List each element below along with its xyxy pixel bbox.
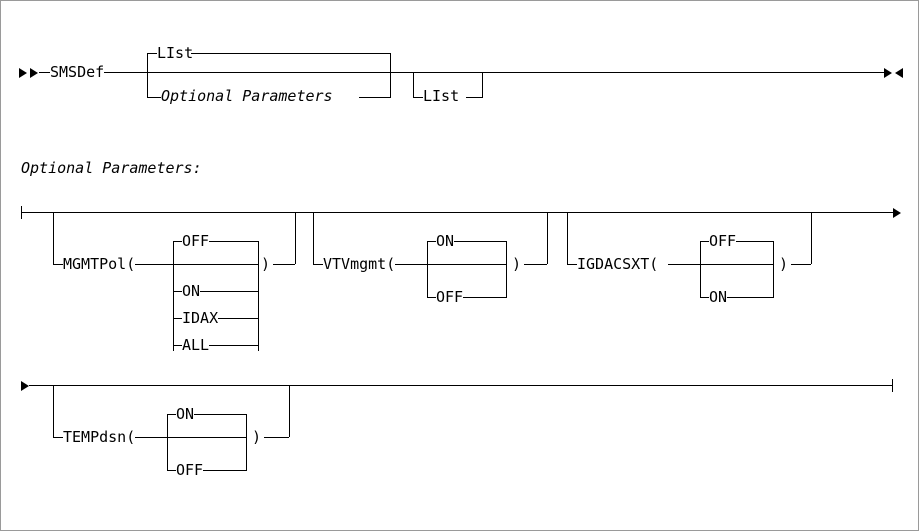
- mgmtpol-all-right-stub: [209, 345, 259, 346]
- row2-main-line: [29, 385, 893, 386]
- vtvmgmt-close-tail: [524, 264, 547, 265]
- mgmtpol-all-left-stub: [173, 345, 182, 346]
- start-arrow-1-icon: [19, 68, 27, 78]
- param-mgmtpol-close: ): [261, 255, 271, 273]
- igdacsxt-inner-through: [700, 264, 774, 265]
- igdacsxt-right-rail: [811, 212, 812, 264]
- tempdsn-inner-right-rail: [246, 414, 247, 470]
- igdacsxt-close-tail: [791, 264, 811, 265]
- mgmtpol-inner-right-rail: [258, 241, 259, 351]
- choice-through-line: [147, 72, 391, 73]
- row2-start-arrow-icon: [21, 381, 29, 391]
- option-igdacsxt-on: ON: [709, 288, 728, 306]
- vtvmgmt-inner-right-rail: [506, 241, 507, 297]
- row1-end-arrow-icon: [893, 208, 901, 218]
- keyword-smsdef: SMSDef: [50, 63, 105, 81]
- start-arrow-2-icon: [30, 68, 38, 78]
- option-mgmtpol-all: ALL: [182, 336, 210, 354]
- option-tempdsn-off: OFF: [176, 461, 204, 479]
- mgmtpol-off-left-stub: [173, 241, 182, 242]
- option-optional-parameters: Optional Parameters: [161, 87, 333, 105]
- tempdsn-left-stub: [53, 437, 63, 438]
- end-arrow-right-icon: [884, 68, 892, 78]
- option-list-suffix: LIst: [423, 87, 460, 105]
- vtvmgmt-right-rail: [547, 212, 548, 264]
- param-tempdsn-open: TEMPdsn(: [63, 428, 136, 446]
- mgmtpol-off-right-stub: [209, 241, 259, 242]
- listopt-right-rail: [482, 72, 483, 97]
- param-igdacsxt-open: IGDACSXT(: [577, 255, 659, 273]
- listopt-left-stub: [413, 97, 423, 98]
- option-list-top: LIst: [157, 44, 194, 62]
- fragment-heading: Optional Parameters:: [21, 159, 202, 177]
- mgmtpol-idax-left-stub: [173, 318, 182, 319]
- option-vtvmgmt-on: ON: [436, 232, 455, 250]
- tempdsn-right-rail: [289, 385, 290, 437]
- mgmtpol-close-tail: [273, 264, 295, 265]
- choice-right-rail: [390, 53, 391, 97]
- vtvmgmt-on-right-stub: [454, 241, 507, 242]
- igdacsxt-off-right-stub: [736, 241, 774, 242]
- mgmtpol-on-right-stub: [200, 291, 259, 292]
- mgmtpol-right-rail: [295, 212, 296, 264]
- option-vtvmgmt-off: OFF: [436, 288, 464, 306]
- igdacsxt-on-left-stub: [700, 297, 709, 298]
- mgmtpol-on-left-stub: [173, 291, 182, 292]
- optparams-branch-right-stub: [359, 97, 391, 98]
- tempdsn-on-left-stub: [167, 414, 176, 415]
- end-arrow-left-icon: [895, 68, 903, 78]
- igdacsxt-off-left-stub: [700, 241, 709, 242]
- igdacsxt-on-right-stub: [727, 297, 774, 298]
- vtvmgmt-off-left-stub: [427, 297, 436, 298]
- mgmtpol-left-rail: [53, 212, 54, 264]
- tempdsn-on-right-stub: [194, 414, 247, 415]
- vtvmgmt-left-rail: [313, 212, 314, 264]
- choice-left-rail: [147, 53, 148, 97]
- mgmtpol-left-stub: [53, 264, 63, 265]
- option-mgmtpol-on: ON: [182, 282, 201, 300]
- listopt-left-rail: [413, 72, 414, 97]
- option-mgmtpol-off: OFF: [182, 232, 210, 250]
- igdacsxt-left-rail: [567, 212, 568, 264]
- main-line-mid: [390, 72, 413, 73]
- vtvmgmt-off-right-stub: [463, 297, 507, 298]
- tempdsn-off-left-stub: [167, 470, 176, 471]
- tempdsn-inner-entry: [135, 437, 167, 438]
- listopt-right-stub: [466, 97, 483, 98]
- param-mgmtpol-open: MGMTPol(: [63, 255, 136, 273]
- list-branch-left-stub: [147, 53, 157, 54]
- igdacsxt-inner-entry: [668, 264, 700, 265]
- igdacsxt-inner-left-rail: [700, 241, 701, 297]
- param-tempdsn-close: ): [252, 428, 262, 446]
- vtvmgmt-inner-left-rail: [427, 241, 428, 297]
- param-igdacsxt-close: ): [779, 255, 789, 273]
- main-line-tail: [413, 72, 884, 73]
- igdacsxt-left-stub: [567, 264, 577, 265]
- mgmtpol-idax-right-stub: [218, 318, 259, 319]
- row2-end-tick: [892, 379, 893, 392]
- row1-main-line: [21, 212, 893, 213]
- tempdsn-off-right-stub: [203, 470, 247, 471]
- tempdsn-left-rail: [53, 385, 54, 437]
- vtvmgmt-inner-entry: [395, 264, 427, 265]
- mgmtpol-inner-through: [173, 264, 259, 265]
- vtvmgmt-on-left-stub: [427, 241, 436, 242]
- param-vtvmgmt-open: VTVmgmt(: [323, 255, 396, 273]
- vtvmgmt-left-stub: [313, 264, 323, 265]
- main-line-pre-keyword: [39, 72, 50, 73]
- option-tempdsn-on: ON: [176, 405, 195, 423]
- option-igdacsxt-off: OFF: [709, 232, 737, 250]
- vtvmgmt-inner-through: [427, 264, 507, 265]
- option-mgmtpol-idax: IDAX: [182, 309, 219, 327]
- mgmtpol-inner-left-rail: [173, 241, 174, 351]
- main-line-post-keyword: [104, 72, 147, 73]
- optparams-branch-left-stub: [147, 97, 161, 98]
- tempdsn-inner-left-rail: [167, 414, 168, 470]
- mgmtpol-inner-entry: [135, 264, 173, 265]
- tempdsn-close-tail: [264, 437, 289, 438]
- list-branch-right-stub: [191, 53, 391, 54]
- param-vtvmgmt-close: ): [512, 255, 522, 273]
- igdacsxt-inner-right-rail: [773, 241, 774, 297]
- tempdsn-inner-through: [167, 437, 247, 438]
